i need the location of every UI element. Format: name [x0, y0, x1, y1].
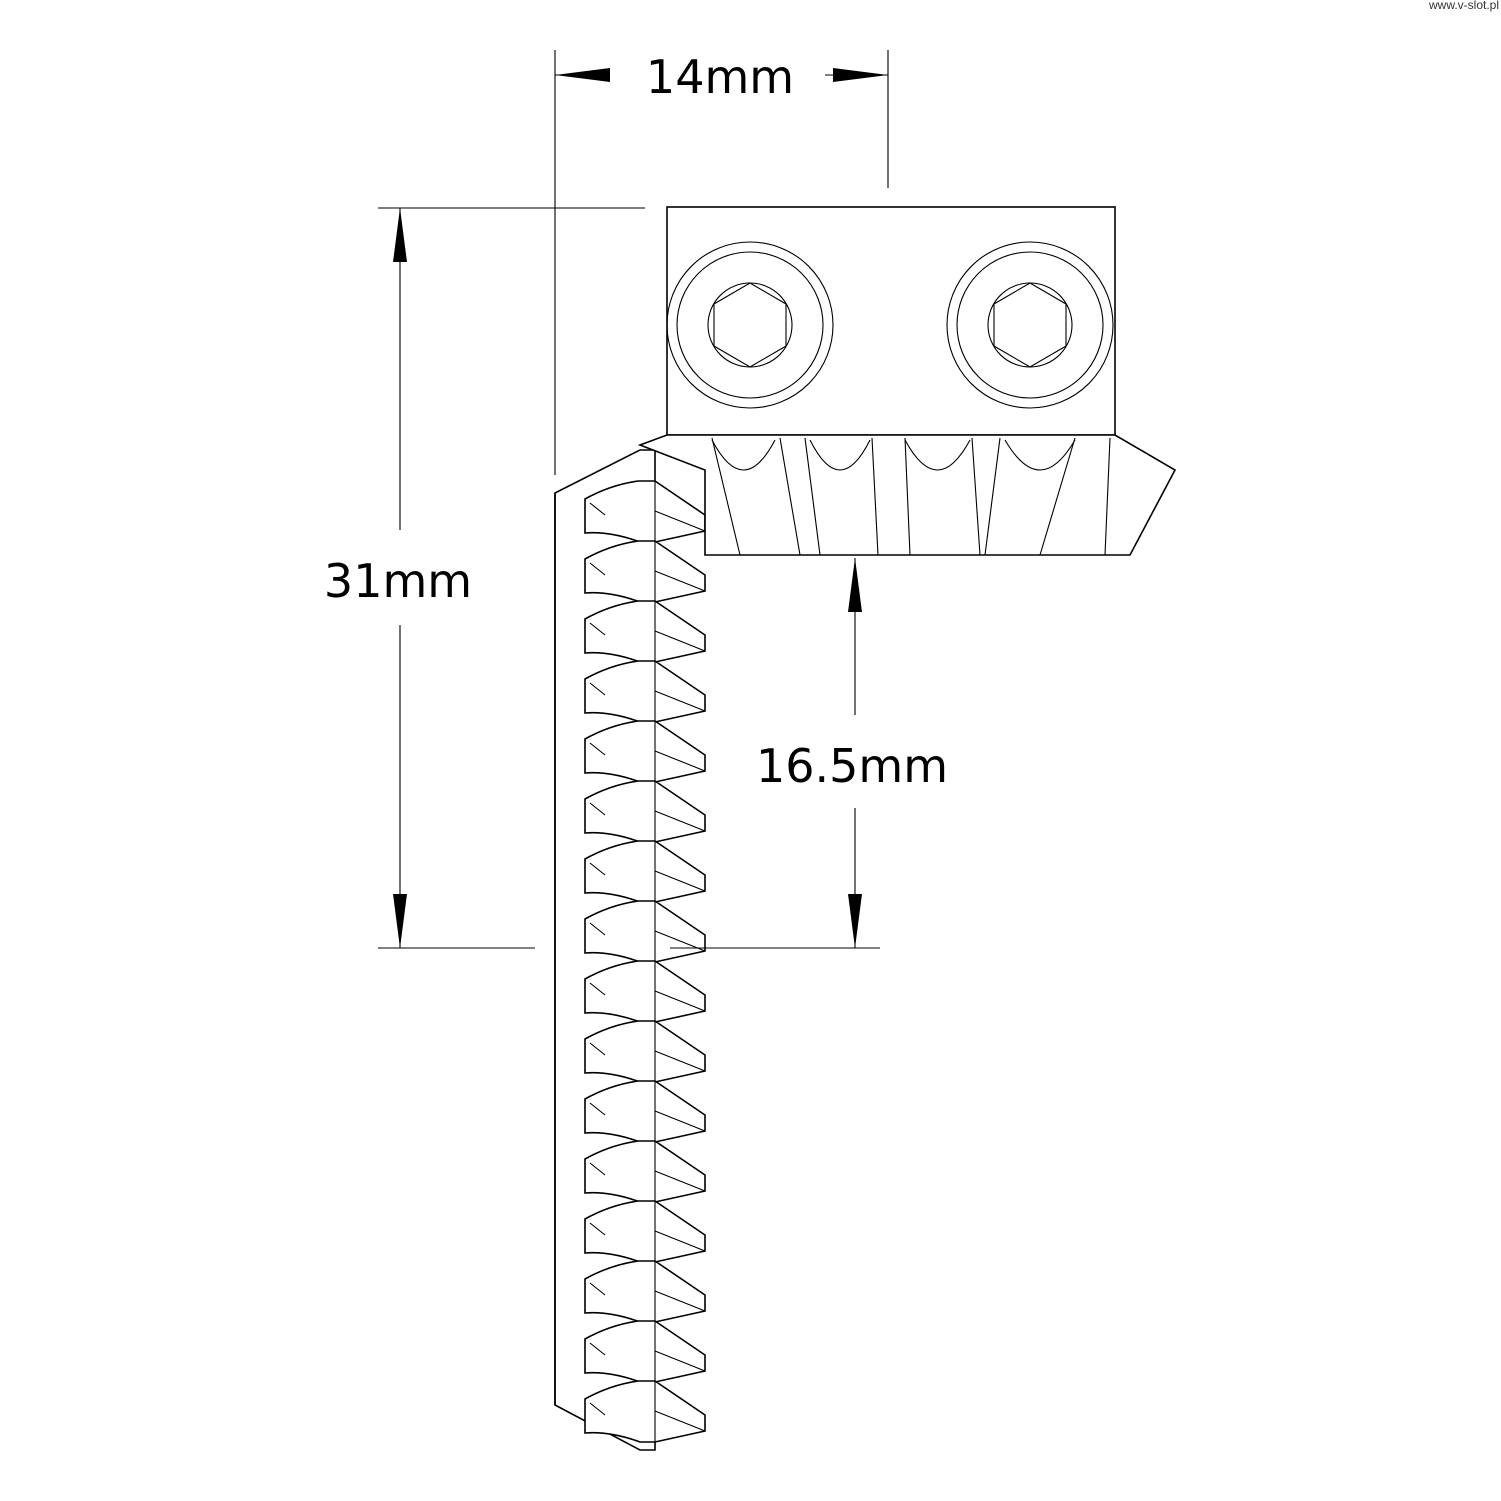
- gear-tooth-face: [904, 439, 971, 471]
- rack-tooth: [584, 960, 706, 1023]
- hex-socket-icon: [713, 282, 787, 368]
- rack-tooth: [584, 540, 706, 603]
- gear-tooth-edge: [1104, 437, 1111, 556]
- gear-tooth-edge: [904, 437, 911, 556]
- rack-tooth: [584, 1140, 706, 1203]
- gear-tooth-face: [1004, 439, 1076, 471]
- rack-tooth: [584, 1200, 706, 1263]
- gear-rack: [554, 449, 706, 1451]
- rack-tooth: [584, 480, 706, 543]
- watermark: www.v-slot.pl: [1428, 0, 1499, 12]
- bolt-left: [666, 241, 834, 409]
- gear-tooth-edge: [971, 437, 981, 556]
- gear-tooth-face: [809, 439, 871, 471]
- dimension-width: 14mm: [554, 50, 889, 475]
- gear-tooth-edge: [871, 437, 879, 556]
- arrowhead: [393, 208, 407, 262]
- rack-tooth: [584, 1080, 706, 1143]
- rack-tooth: [584, 720, 706, 783]
- dimension-pitch-offset-label: 16.5mm: [756, 739, 948, 793]
- gear-tooth-face: [711, 439, 776, 471]
- rack-tooth: [584, 780, 706, 843]
- pinion-gear: [637, 206, 1177, 556]
- gear-tooth-edge: [1039, 437, 1076, 556]
- rack-tooth: [584, 660, 706, 723]
- rack-tooth: [584, 1260, 706, 1323]
- hex-socket-icon: [993, 282, 1067, 368]
- rack-tooth: [584, 1020, 706, 1083]
- gear-tooth-edge: [984, 437, 1001, 556]
- rack-tooth: [584, 900, 706, 963]
- rack-tooth: [584, 600, 706, 663]
- dimension-height-label: 31mm: [324, 554, 472, 608]
- arrowhead: [393, 894, 407, 948]
- arrowhead: [848, 558, 862, 612]
- dimension-width-label: 14mm: [646, 50, 794, 104]
- rack-tooth: [584, 840, 706, 903]
- dimension-pitch-offset: 16.5mm: [670, 558, 948, 949]
- arrowhead: [833, 68, 888, 82]
- gear-tooth-edge: [804, 437, 821, 556]
- bolt-right: [946, 241, 1114, 409]
- arrowhead: [848, 894, 862, 948]
- gear-tooth-edge: [779, 437, 801, 556]
- rack-tooth: [584, 1320, 706, 1383]
- gear-tooth-edge: [711, 437, 741, 556]
- rack-tooth: [584, 1380, 706, 1443]
- arrowhead: [555, 68, 610, 82]
- dimension-height: 31mm: [324, 207, 645, 949]
